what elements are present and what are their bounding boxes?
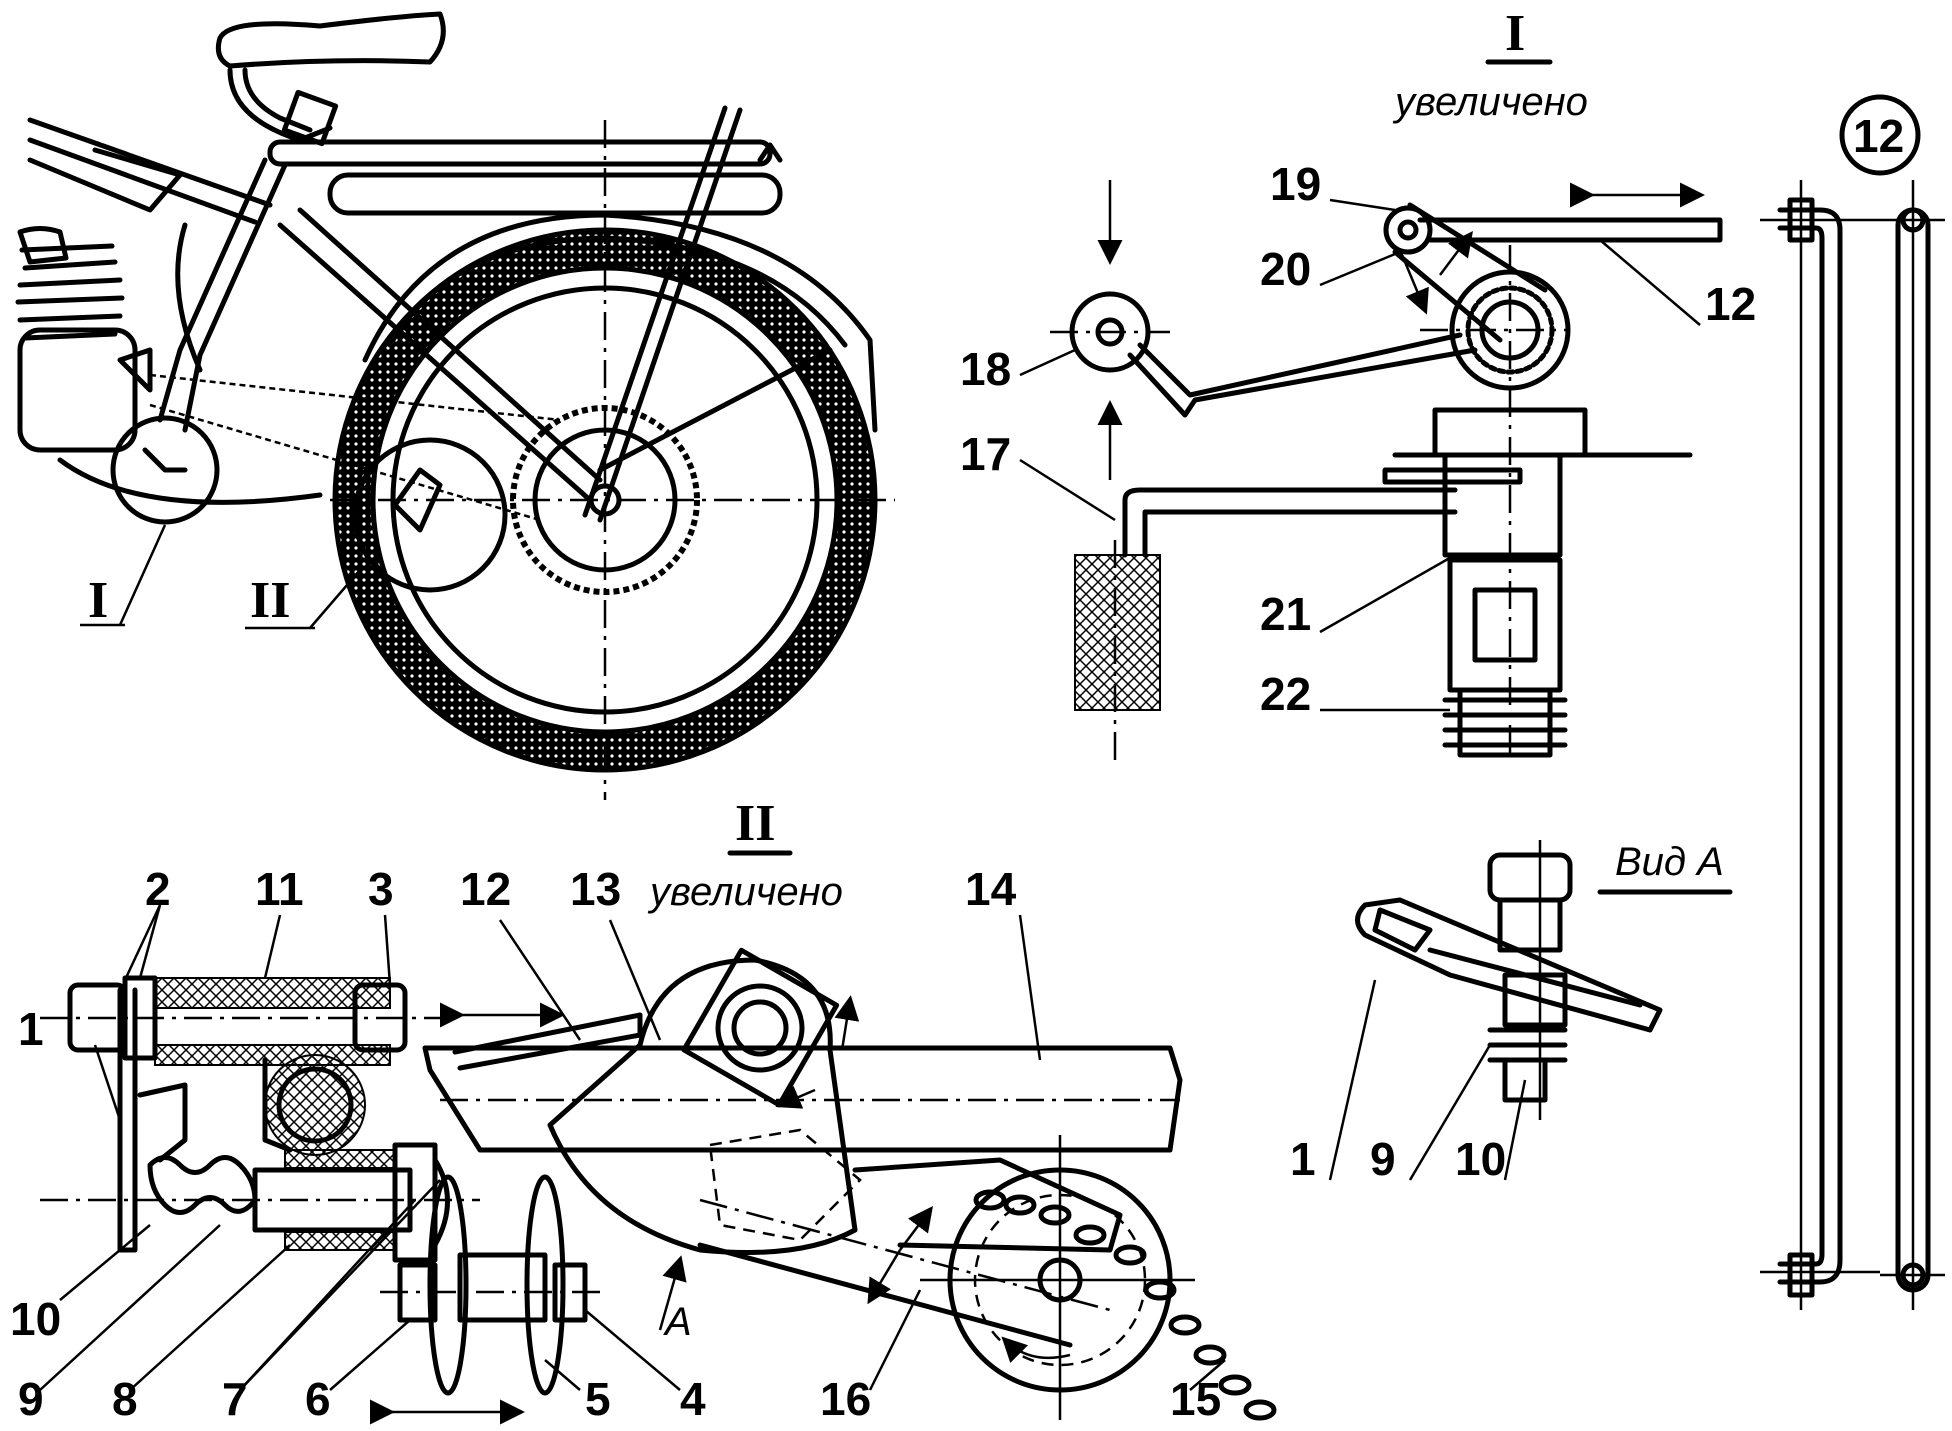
label-9-view-A: 9	[1370, 1133, 1396, 1185]
label-7: 7	[222, 1373, 248, 1425]
cylinder-fins	[15, 243, 125, 341]
drive-chain	[149, 373, 561, 522]
luggage-rack	[267, 105, 833, 523]
view-II-roman: II	[735, 795, 775, 852]
part-badge: 12	[1853, 110, 1904, 162]
view-II-detail: II увеличено	[10, 795, 1277, 1425]
label-1-view-A: 1	[1290, 1133, 1316, 1185]
label-A: А	[663, 1300, 692, 1344]
label-12: 12	[460, 863, 511, 915]
label-22: 22	[1260, 668, 1311, 720]
label-15: 15	[1170, 1373, 1221, 1425]
callout-I: I	[88, 572, 108, 629]
label-9: 9	[18, 1373, 44, 1425]
label-13: 13	[570, 863, 621, 915]
label-10-view-A: 10	[1455, 1133, 1506, 1185]
label-5: 5	[585, 1373, 611, 1425]
callout-II: II	[250, 572, 290, 629]
label-3: 3	[368, 863, 394, 915]
label-8: 8	[112, 1373, 138, 1425]
view-II-caption: увеличено	[647, 870, 843, 914]
grip	[1074, 554, 1161, 711]
label-1: 1	[18, 1003, 44, 1055]
frame	[27, 117, 603, 503]
saddle	[215, 11, 446, 147]
friction-roller-area	[352, 437, 508, 593]
label-17: 17	[960, 428, 1011, 480]
engine	[15, 226, 323, 525]
label-4: 4	[680, 1373, 706, 1425]
view-I-caption: увеличено	[1392, 80, 1588, 124]
label-12-view-I: 12	[1705, 278, 1756, 330]
chain-links	[973, 1189, 1277, 1421]
label-14: 14	[965, 863, 1017, 915]
label-19: 19	[1270, 158, 1321, 210]
label-6: 6	[305, 1373, 331, 1425]
label-10: 10	[10, 1293, 61, 1345]
view-I-roman: I	[1505, 5, 1525, 62]
view-A-detail: Вид А 1 9 10	[1290, 840, 1733, 1185]
view-A-caption: Вид А	[1615, 840, 1724, 884]
label-20: 20	[1260, 243, 1311, 295]
overview-bicycle: I II	[15, 11, 895, 800]
label-2: 2	[145, 863, 171, 915]
view-I-detail: I увеличено	[960, 5, 1756, 760]
label-18: 18	[960, 343, 1011, 395]
label-11: 11	[255, 863, 304, 915]
label-16: 16	[820, 1373, 871, 1425]
part-12-rod: 12	[1760, 94, 1945, 1310]
label-21: 21	[1260, 588, 1311, 640]
